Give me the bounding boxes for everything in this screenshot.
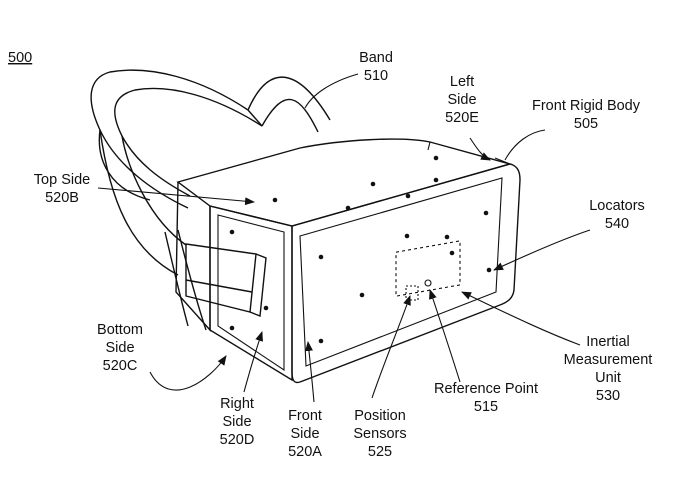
label-top-side: Top Side 520B	[34, 172, 90, 206]
svg-text:515: 515	[474, 399, 498, 415]
locators	[230, 156, 492, 344]
svg-text:Unit: Unit	[595, 370, 621, 386]
svg-text:Top Side: Top Side	[34, 172, 90, 188]
label-position-sensors: Position Sensors 525	[353, 408, 406, 460]
svg-text:Reference Point: Reference Point	[434, 381, 538, 397]
label-front-rigid-body: Front Rigid Body 505	[532, 98, 641, 132]
locator-dot	[346, 206, 351, 211]
locator-dot	[319, 339, 324, 344]
locator-dot	[371, 182, 376, 187]
svg-text:520A: 520A	[288, 444, 322, 460]
label-front-side: Front Side 520A	[288, 408, 322, 460]
svg-text:Inertial: Inertial	[586, 334, 630, 350]
svg-text:Bottom: Bottom	[97, 322, 143, 338]
svg-text:540: 540	[605, 216, 629, 232]
svg-text:Front: Front	[288, 408, 322, 424]
locator-dot	[319, 255, 324, 260]
svg-text:Side: Side	[222, 414, 251, 430]
svg-text:530: 530	[596, 388, 620, 404]
svg-text:Locators: Locators	[589, 198, 645, 214]
svg-text:Right: Right	[220, 396, 254, 412]
label-right-side: Right Side 520D	[220, 396, 255, 448]
locator-dot	[273, 198, 278, 203]
label-bottom-side: Bottom Side 520C	[97, 322, 143, 374]
svg-text:Position: Position	[354, 408, 406, 424]
label-locators: Locators 540	[589, 198, 645, 232]
svg-text:Side: Side	[105, 340, 134, 356]
figure-number: 500	[8, 50, 32, 66]
locator-dot	[360, 293, 365, 298]
svg-text:Side: Side	[290, 426, 319, 442]
label-left-side: Left Side 520E	[445, 74, 479, 126]
locator-dot	[264, 306, 269, 311]
locator-dot	[406, 194, 411, 199]
svg-text:520B: 520B	[45, 190, 79, 206]
svg-text:520C: 520C	[103, 358, 138, 374]
locator-dot	[487, 268, 492, 273]
locator-dot	[434, 156, 439, 161]
locator-dot	[445, 235, 450, 240]
imu-box	[396, 241, 460, 296]
svg-text:520D: 520D	[220, 432, 255, 448]
locator-dot	[230, 230, 235, 235]
label-band: Band 510	[359, 50, 393, 84]
locator-dot	[405, 234, 410, 239]
svg-text:Left: Left	[450, 74, 474, 90]
svg-text:505: 505	[574, 116, 598, 132]
locator-dot	[450, 251, 455, 256]
locator-dot	[484, 211, 489, 216]
front-rigid-body	[176, 139, 520, 382]
svg-text:Band: Band	[359, 50, 393, 66]
locator-dot	[230, 326, 235, 331]
svg-text:520E: 520E	[445, 110, 479, 126]
svg-text:Measurement: Measurement	[564, 352, 653, 368]
locator-dot	[434, 178, 439, 183]
label-inertial-measurement-unit: Inertial Measurement Unit 530	[564, 334, 653, 404]
svg-text:525: 525	[368, 444, 392, 460]
reference-point-marker	[425, 280, 431, 286]
svg-text:Sensors: Sensors	[353, 426, 406, 442]
svg-text:Side: Side	[447, 92, 476, 108]
svg-text:510: 510	[364, 68, 388, 84]
label-reference-point: Reference Point 515	[434, 381, 538, 415]
svg-text:Front Rigid Body: Front Rigid Body	[532, 98, 641, 114]
